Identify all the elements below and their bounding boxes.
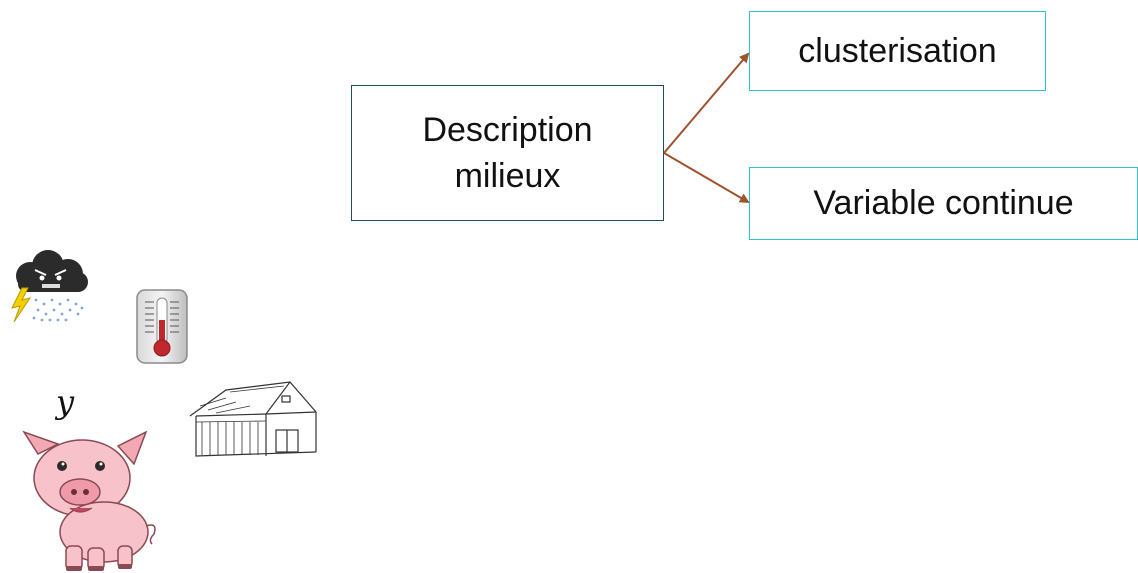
node-line-1: Description [422,111,593,149]
clusterisation-label: clusterisation [798,31,997,70]
arrow-to-variable-continue [663,152,750,204]
variable-continue-node: Variable continue [749,167,1138,240]
description-milieux-node: Description milieux [351,85,664,221]
storm-cloud-icon [11,250,88,323]
thermometer-icon [136,289,188,364]
clusterisation-node: clusterisation [749,11,1046,91]
barn-icon [189,381,317,457]
variable-y-label: y [56,383,75,421]
pig-icon [22,430,156,571]
variable-continue-label: Variable continue [813,184,1074,222]
arrow-to-clusterisation [663,52,750,154]
node-line-2: milieux [454,157,561,195]
